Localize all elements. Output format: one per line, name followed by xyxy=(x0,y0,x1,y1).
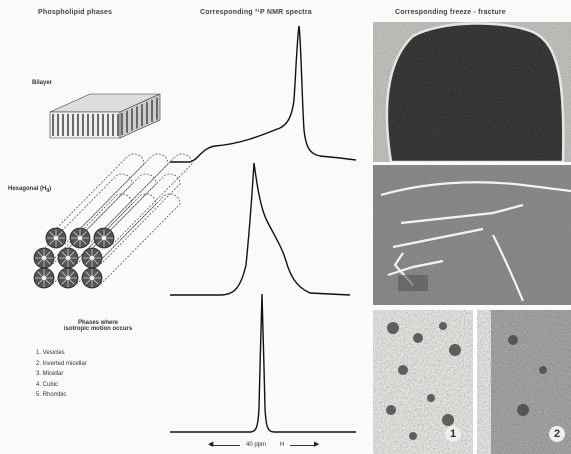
bilayer-label: Bilayer xyxy=(32,80,52,86)
isotropic-title: Phases where isotropic motion occurs xyxy=(58,320,138,332)
hexagonal-diagram xyxy=(32,168,182,308)
bilayer-diagram xyxy=(40,92,170,152)
list-item: 3. Micellar xyxy=(36,369,87,380)
panel-label-2: 2 xyxy=(549,426,565,442)
fracture-photo-bilayer xyxy=(373,22,571,162)
fracture-photo-hexagonal xyxy=(373,165,571,305)
freeze-fracture-header: Corresponding freeze - fracture xyxy=(395,9,506,16)
fracture-photo-isotropic: 1 2 xyxy=(373,310,571,454)
ppm-label: 40 ppm xyxy=(246,440,266,451)
spectrum-bilayer xyxy=(170,20,370,170)
spectrum-hexagonal xyxy=(170,155,370,300)
list-item: 5. Rhombic xyxy=(36,390,87,401)
spectrum-isotropic xyxy=(170,290,370,438)
list-item: 1. Vesicles xyxy=(36,348,87,359)
panel-label-1: 1 xyxy=(445,426,461,442)
list-item: 2. Inverted micellar xyxy=(36,359,87,370)
isotropic-list: 1. Vesicles 2. Inverted micellar 3. Mice… xyxy=(36,348,87,401)
field-label: H xyxy=(280,440,284,451)
ppm-scale: ◀ 40 ppm H ▶ xyxy=(210,440,350,450)
list-item: 4. Cubic xyxy=(36,380,87,391)
phases-header: Phospholipid phases xyxy=(38,9,112,16)
spectra-header: Corresponding ³¹P NMR spectra xyxy=(200,9,312,16)
